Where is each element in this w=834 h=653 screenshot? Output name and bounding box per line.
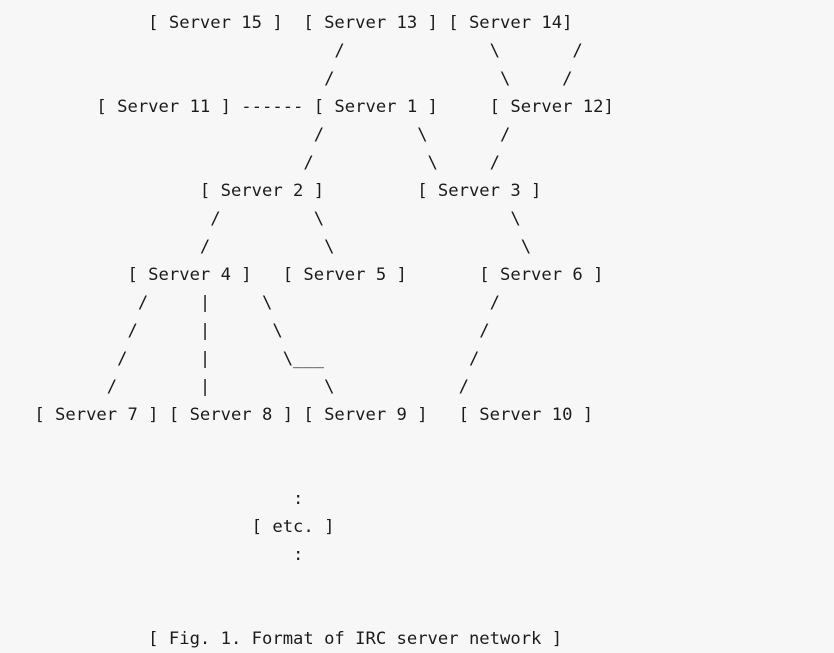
irc-network-figure: [ Server 15 ] [ Server 13 ] [ Server 14]… xyxy=(34,13,614,649)
ascii-network-diagram: [ Server 15 ] [ Server 13 ] [ Server 14]… xyxy=(34,13,614,649)
